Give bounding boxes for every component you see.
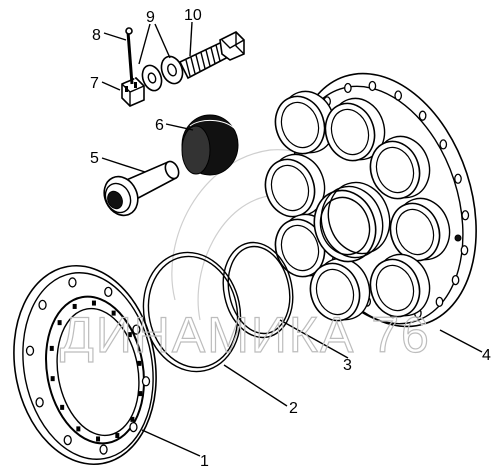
part-flange [13, 264, 157, 466]
flange-bolt-hole [35, 397, 44, 408]
flange-tooth [57, 320, 62, 326]
hub-bolt-hole [439, 139, 448, 150]
callout-5: 5 [90, 150, 99, 167]
callout-8: 8 [92, 27, 101, 44]
bolt-thread [210, 47, 216, 64]
flange-tooth [91, 300, 96, 306]
flange-tooth [137, 360, 142, 366]
hub-bore-inner [280, 101, 320, 149]
flange-tooth [138, 391, 143, 397]
bolt-thread [200, 52, 206, 69]
flange-bolt-hole [132, 324, 141, 335]
hub-bore-inner [375, 264, 415, 312]
flange-tooth [127, 332, 132, 338]
flange-tooth [130, 416, 135, 422]
hub-bolt-hole [418, 110, 427, 121]
hub-bore-inner [395, 208, 435, 256]
flange-tooth [50, 376, 55, 382]
flange-bolt-hole [38, 299, 47, 311]
flange-bolt-hole [141, 376, 151, 387]
flange-tooth [115, 433, 120, 439]
bolt-thread [185, 59, 191, 77]
part-bolt [178, 31, 245, 80]
callout-2: 2 [289, 400, 298, 417]
callout-10: 10 [184, 7, 202, 24]
hub-bolt-hole [451, 274, 460, 286]
bolt-thread [205, 49, 211, 67]
hub-bolt-hole [435, 296, 444, 308]
bolt-thread [190, 57, 196, 74]
hub-bore-inner [375, 146, 415, 194]
hub-bolt-hole [454, 173, 462, 184]
hub-bolt-hole [394, 90, 403, 101]
callout-7: 7 [90, 75, 99, 92]
flange-tooth [111, 310, 116, 316]
flange-tooth [60, 404, 65, 410]
hub-bolt-hole [368, 80, 377, 92]
flange-bolt-hole [68, 277, 77, 288]
callout-3: 3 [343, 357, 352, 374]
flange-bolt-hole [25, 345, 35, 356]
hub-bolt-hole [344, 82, 352, 94]
hub-bore-inner [280, 224, 320, 272]
watermark-text: ДИНАМИКА 76 [60, 307, 431, 363]
part-o-ring-large [142, 251, 242, 373]
bolt-thread [215, 44, 221, 62]
flange-bolt-hole [104, 286, 113, 298]
flange-tooth [76, 426, 81, 432]
part-castle-nut [121, 77, 145, 107]
part-washers [141, 55, 184, 92]
part-hub [264, 72, 477, 328]
part-rubber-bushing [181, 114, 239, 176]
part-sleeve [103, 160, 180, 217]
hub-bore-inner [270, 164, 310, 212]
hub-bolt-hole [460, 245, 469, 256]
flange-tooth [96, 436, 101, 442]
callout-9: 9 [146, 9, 155, 26]
hub-bore-inner [315, 268, 355, 316]
leader-lines [101, 21, 483, 457]
flange-tooth [49, 345, 54, 351]
part-cotter-pin [125, 27, 136, 85]
flange-bolt-hole [129, 421, 138, 433]
flange-bolt-hole [99, 444, 108, 455]
hub-bolt-hole [461, 210, 470, 221]
callout-4: 4 [482, 347, 491, 364]
callout-1: 1 [200, 453, 209, 470]
bolt-thread [195, 54, 201, 72]
flange-bolt-hole [63, 434, 72, 446]
part-ring-small [222, 241, 294, 339]
flange-tooth [72, 303, 77, 309]
callout-6: 6 [155, 117, 164, 134]
hub-bore-inner [330, 108, 370, 156]
